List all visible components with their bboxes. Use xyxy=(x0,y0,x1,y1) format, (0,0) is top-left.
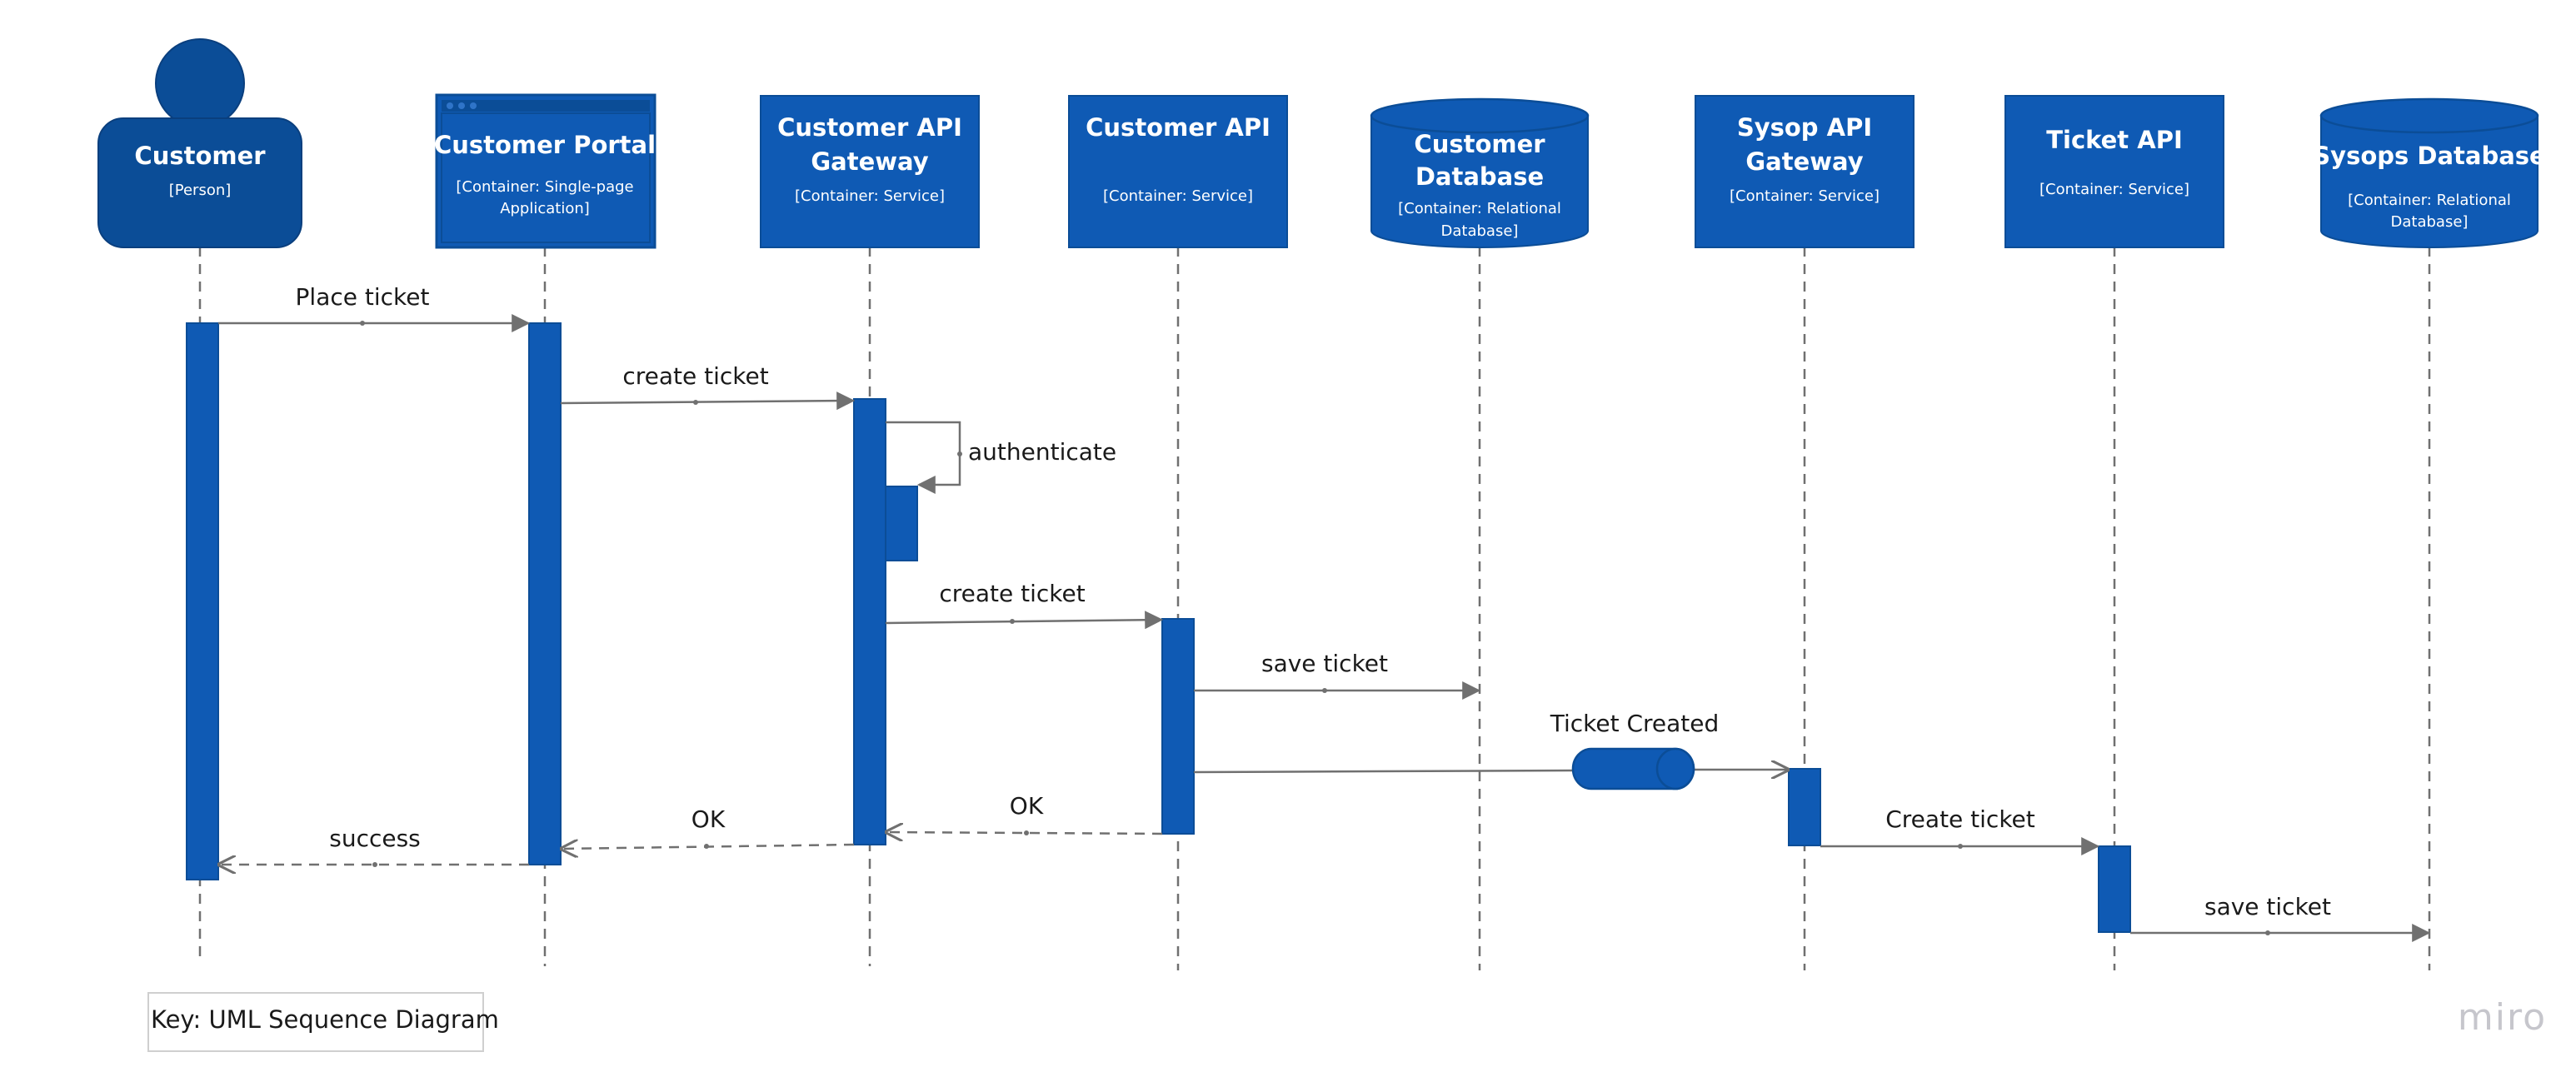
message-label-ok: OK xyxy=(691,805,726,833)
message-midpoint xyxy=(704,844,709,849)
person-head xyxy=(155,38,245,128)
participant-title: Ticket API xyxy=(2046,126,2183,154)
participant-subtitle: [Container: Service] xyxy=(1103,187,1253,205)
message-arrow-ticket-created[interactable] xyxy=(1193,769,1575,774)
message-midpoint xyxy=(1322,688,1327,693)
activation-bar-customer[interactable] xyxy=(186,322,219,880)
participant-subtitle: [Person] xyxy=(169,182,232,199)
activation-bar-customer-api-gateway[interactable] xyxy=(853,398,886,845)
browser-dot-icon xyxy=(470,102,477,109)
participant-subtitle: [Container: Relational xyxy=(2348,192,2511,209)
message-midpoint xyxy=(1010,619,1015,624)
participant-title: Sysop API xyxy=(1737,113,1872,142)
participant-subtitle: Database] xyxy=(1441,222,1519,240)
message-label-ok: OK xyxy=(1010,792,1044,820)
participant-title: Gateway xyxy=(1745,147,1863,176)
message-arrow-create-ticket-api[interactable] xyxy=(885,611,1164,630)
participant-subtitle: Database] xyxy=(2391,213,2469,231)
browser-frame xyxy=(441,112,651,243)
participant-subtitle: [Container: Single-page xyxy=(456,178,633,196)
participant-title: Customer API xyxy=(1086,113,1271,142)
messages xyxy=(218,314,2431,942)
activation-bar-customer-portal[interactable] xyxy=(528,322,562,865)
message-midpoint xyxy=(2265,930,2270,935)
participant-subtitle: [Container: Service] xyxy=(1730,187,1880,205)
participant-subtitle: Application] xyxy=(500,200,590,217)
activation-bar-authenticate[interactable] xyxy=(885,486,918,561)
message-midpoint xyxy=(1958,844,1963,849)
participant-title: Sysops Database xyxy=(2313,142,2545,170)
participant-subtitle: [Container: Relational xyxy=(1398,200,1561,217)
legend-text: Key: UML Sequence Diagram xyxy=(151,1005,499,1034)
portal-box xyxy=(435,93,656,249)
participant-customer[interactable]: Customer [Person] xyxy=(97,38,302,248)
message-label-place-ticket: Place ticket xyxy=(296,283,430,311)
participant-subtitle: [Container: Service] xyxy=(795,187,945,205)
message-label-success: success xyxy=(329,825,421,852)
service-box xyxy=(1695,95,1915,248)
participant-ticket-api[interactable]: Ticket API [Container: Service] xyxy=(2004,95,2224,248)
message-return-ok-gateway[interactable] xyxy=(886,832,1163,834)
queue-cap xyxy=(1655,747,1695,790)
message-label-create-ticket: create ticket xyxy=(622,362,768,390)
participant-title: Customer xyxy=(134,142,266,170)
message-label-create-ticket: Create ticket xyxy=(1885,805,2035,833)
participant-title: Database xyxy=(1415,162,1544,191)
participant-customer-portal[interactable]: Customer Portal [Container: Single-page … xyxy=(434,93,656,249)
participant-sysop-api-gateway[interactable]: Sysop API Gateway [Container: Service] xyxy=(1695,95,1915,248)
browser-dot-icon xyxy=(458,102,465,109)
queue-ticket-created[interactable] xyxy=(1571,747,1695,790)
message-label-save-ticket: save ticket xyxy=(2204,893,2331,920)
message-label-ticket-created: Ticket Created xyxy=(1550,710,1720,737)
participant-customer-api[interactable]: Customer API [Container: Service] xyxy=(1068,95,1288,248)
participant-title: Gateway xyxy=(811,147,928,176)
message-midpoint xyxy=(1024,830,1029,835)
database-cylinder xyxy=(1370,115,1589,248)
participant-title: Customer xyxy=(1414,130,1545,158)
participant-title: Customer API xyxy=(777,113,962,142)
participant-customer-api-gateway[interactable]: Customer API Gateway [Container: Service… xyxy=(760,95,980,248)
service-box xyxy=(760,95,980,248)
message-label-save-ticket: save ticket xyxy=(1261,650,1388,677)
message-midpoint xyxy=(360,321,365,326)
message-arrow-authenticate[interactable] xyxy=(886,421,961,494)
activation-bar-ticket-api[interactable] xyxy=(2098,845,2131,933)
message-label-create-ticket: create ticket xyxy=(939,580,1085,607)
message-midpoint xyxy=(693,400,698,405)
database-cylinder-top xyxy=(1370,97,1590,134)
participant-customer-database[interactable]: Customer Database [Container: Relational… xyxy=(1370,97,1590,248)
person-body xyxy=(97,117,302,248)
service-box xyxy=(1068,95,1288,248)
service-box xyxy=(2004,95,2224,248)
legend-box xyxy=(147,992,484,1052)
message-labels: Place ticket create ticket authenticate … xyxy=(296,283,2331,920)
activation-bar-sysop-api-gateway[interactable] xyxy=(1788,768,1821,846)
database-cylinder-top xyxy=(2319,97,2539,134)
message-label-authenticate: authenticate xyxy=(968,438,1116,466)
message-midpoint xyxy=(957,451,962,456)
legend-key[interactable]: Key: UML Sequence Diagram xyxy=(147,992,499,1052)
activation-bars xyxy=(186,322,2131,933)
participant-subtitle: [Container: Service] xyxy=(2039,181,2189,198)
browser-chrome-bar xyxy=(442,100,650,112)
participant-sysops-database[interactable]: Sysops Database [Container: Relational D… xyxy=(2313,97,2546,248)
miro-logo: miro xyxy=(2458,996,2547,1039)
database-cylinder xyxy=(2320,115,2539,248)
browser-dot-icon xyxy=(447,102,453,109)
message-arrow-create-ticket-gateway[interactable] xyxy=(560,391,856,411)
participant-title: Customer Portal xyxy=(434,131,656,159)
message-midpoint xyxy=(372,862,377,867)
activation-bar-customer-api[interactable] xyxy=(1161,618,1195,835)
